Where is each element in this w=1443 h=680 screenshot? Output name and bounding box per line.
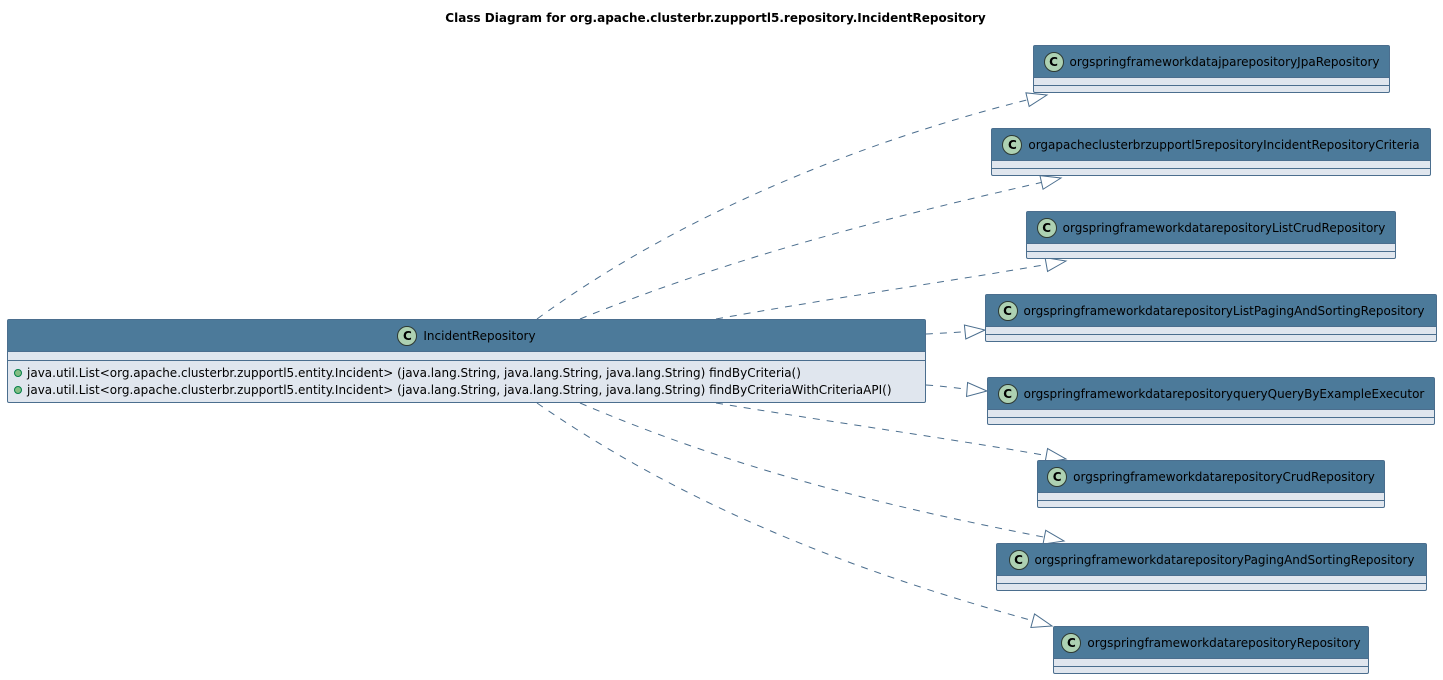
- public-visibility-icon: [14, 368, 22, 377]
- class-paging-and-sorting-repository[interactable]: C orgspringframeworkdatarepositoryPaging…: [996, 543, 1427, 591]
- class-crud-repository[interactable]: C orgspringframeworkdatarepositoryCrudRe…: [1037, 460, 1385, 508]
- realization-edge: [925, 381, 989, 398]
- class-incident-repository[interactable]: C IncidentRepository java.util.List<org.…: [7, 319, 926, 403]
- edge-line: [536, 94, 1048, 320]
- class-header: C orgspringframeworkdatarepositoryPaging…: [997, 544, 1426, 576]
- class-name: orgspringframeworkdatarepositoryListCrud…: [1062, 220, 1386, 235]
- fields-compartment: [986, 327, 1436, 335]
- class-header: C orgspringframeworkdatarepositoryReposi…: [1054, 627, 1368, 659]
- realization-edge: [536, 92, 1049, 320]
- class-header: C orgspringframeworkdatarepositoryListPa…: [986, 295, 1436, 327]
- class-query-by-example-executor[interactable]: C orgspringframeworkdatarepositoryqueryQ…: [987, 377, 1435, 425]
- class-header: C orgspringframeworkdatajparepositoryJpa…: [1034, 46, 1389, 78]
- class-type-icon: C: [997, 383, 1018, 404]
- realization-edge: [715, 257, 1068, 320]
- class-incident-repository-criteria[interactable]: C orgapacheclusterbrzupportl5repositoryI…: [991, 128, 1431, 176]
- class-name: orgspringframeworkdatarepositoryListPagi…: [1023, 303, 1425, 318]
- class-header: C orgspringframeworkdatarepositoryCrudRe…: [1038, 461, 1384, 493]
- hollow-triangle-arrowhead-icon: [1042, 529, 1066, 545]
- realization-edge: [579, 402, 1066, 545]
- class-type-icon: C: [1061, 632, 1082, 653]
- method-row: java.util.List<org.apache.clusterbr.zupp…: [14, 364, 919, 381]
- realization-edge: [536, 402, 1054, 629]
- fields-compartment: [1034, 78, 1389, 86]
- realization-edge: [925, 324, 987, 340]
- class-list-crud-repository[interactable]: C orgspringframeworkdatarepositoryListCr…: [1026, 211, 1396, 259]
- class-name: orgspringframeworkdatarepositoryCrudRepo…: [1073, 469, 1375, 484]
- class-type-icon: C: [1043, 51, 1064, 72]
- fields-compartment: [988, 410, 1434, 418]
- class-type-icon: C: [997, 300, 1018, 321]
- edge-line: [579, 177, 1062, 320]
- fields-compartment: [1054, 659, 1368, 667]
- fields-compartment: [997, 576, 1426, 584]
- edge-line: [715, 402, 1067, 460]
- hollow-triangle-arrowhead-icon: [963, 324, 987, 340]
- fields-compartment: [1027, 244, 1395, 252]
- class-list-paging-and-sorting-repository[interactable]: C orgspringframeworkdatarepositoryListPa…: [985, 294, 1437, 342]
- class-header: C orgapacheclusterbrzupportl5repositoryI…: [992, 129, 1430, 161]
- class-name: orgapacheclusterbrzupportl5repositoryInc…: [1028, 137, 1420, 152]
- class-header: C orgspringframeworkdatarepositoryListCr…: [1027, 212, 1395, 244]
- fields-compartment: [8, 352, 925, 361]
- class-name: IncidentRepository: [423, 328, 536, 343]
- edge-line: [925, 329, 986, 335]
- class-name: orgspringframeworkdatajparepositoryJpaRe…: [1069, 54, 1380, 69]
- class-type-icon: C: [1008, 549, 1029, 570]
- class-name: orgspringframeworkdatarepositoryReposito…: [1087, 635, 1361, 650]
- class-type-icon: C: [1002, 134, 1023, 155]
- class-repository[interactable]: C orgspringframeworkdatarepositoryReposi…: [1053, 626, 1369, 674]
- method-row: java.util.List<org.apache.clusterbr.zupp…: [14, 381, 919, 398]
- hollow-triangle-arrowhead-icon: [1030, 613, 1054, 629]
- hollow-triangle-arrowhead-icon: [965, 381, 989, 398]
- method-signature: java.util.List<org.apache.clusterbr.zupp…: [27, 382, 892, 397]
- class-jpa-repository[interactable]: C orgspringframeworkdatajparepositoryJpa…: [1033, 45, 1390, 93]
- edge-line: [715, 260, 1067, 320]
- hollow-triangle-arrowhead-icon: [1025, 92, 1049, 108]
- class-type-icon: C: [397, 325, 418, 346]
- hollow-triangle-arrowhead-icon: [1044, 257, 1068, 273]
- realization-edge: [579, 175, 1063, 320]
- public-visibility-icon: [14, 385, 22, 394]
- class-type-icon: C: [1036, 217, 1057, 238]
- edge-line: [925, 384, 988, 392]
- fields-compartment: [992, 161, 1430, 169]
- method-signature: java.util.List<org.apache.clusterbr.zupp…: [27, 365, 801, 380]
- diagram-title: Class Diagram for org.apache.clusterbr.z…: [445, 11, 986, 25]
- class-header: C IncidentRepository: [8, 320, 925, 352]
- class-name: orgspringframeworkdatarepositoryqueryQue…: [1023, 386, 1425, 401]
- hollow-triangle-arrowhead-icon: [1039, 175, 1063, 191]
- fields-compartment: [1038, 493, 1384, 501]
- methods-compartment: java.util.List<org.apache.clusterbr.zupp…: [8, 361, 925, 398]
- class-header: C orgspringframeworkdatarepositoryqueryQ…: [988, 378, 1434, 410]
- class-name: orgspringframeworkdatarepositoryPagingAn…: [1034, 552, 1415, 567]
- edge-line: [536, 402, 1053, 627]
- class-type-icon: C: [1047, 466, 1068, 487]
